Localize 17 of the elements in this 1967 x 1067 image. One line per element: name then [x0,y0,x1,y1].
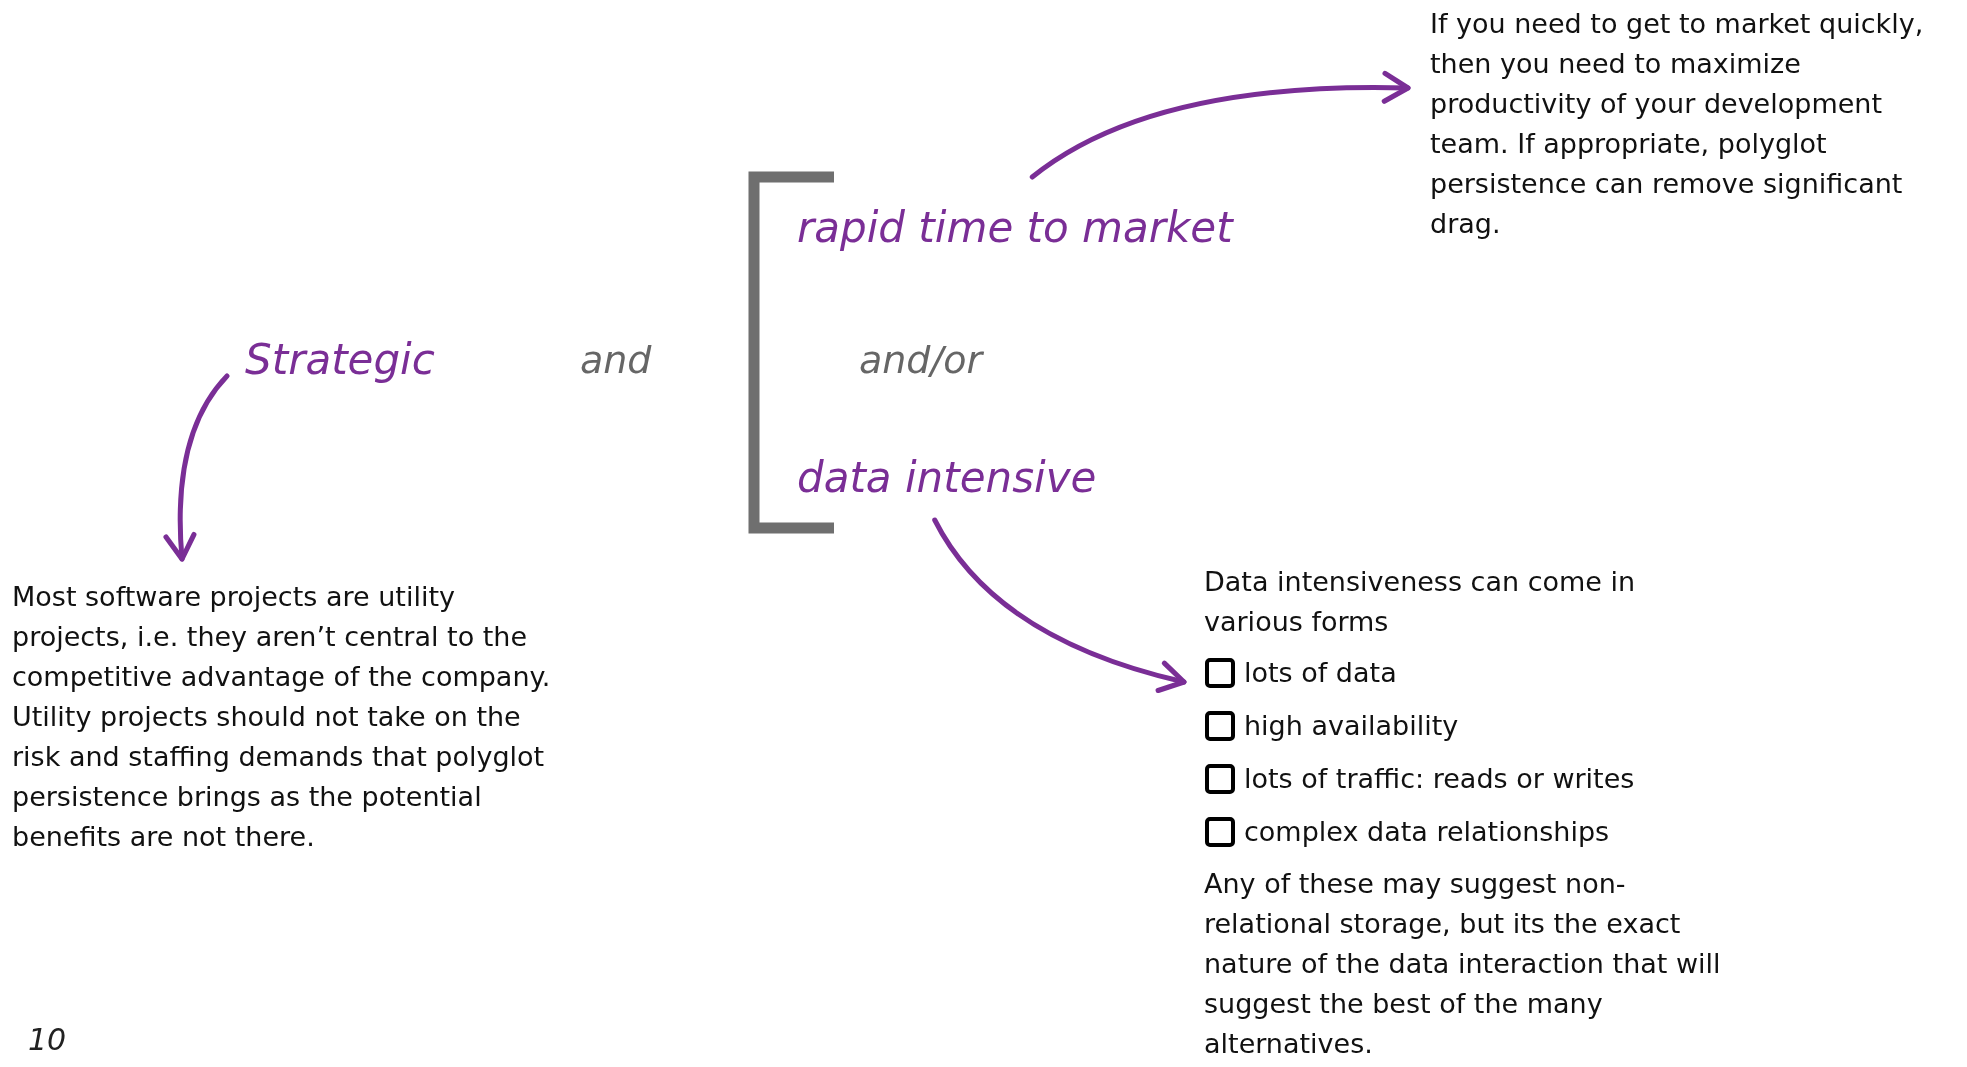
checklist-item: lots of traffic: reads or writes [1244,761,1635,796]
checklist-item: lots of data [1244,655,1397,690]
connector-word: and/or [859,338,983,382]
arrow [163,373,230,562]
connector-word: and [580,338,652,382]
arrow [1029,71,1411,180]
handwritten-heading: data intensive [797,453,1097,502]
checklist-item: high availability [1244,708,1459,743]
page-number: 10 [28,1022,67,1057]
checklist-item: complex data relationships [1244,814,1610,849]
paragraph: Any of these may suggest non-relational storage, but its the exact nature of the data interaction that will suggest the best of the many alternatives. [1204,867,1722,1061]
handwritten-heading: Strategic [245,335,435,384]
arrow [932,517,1187,693]
paragraph: If you need to get to market quickly, then you need to maximize productivity of your development team. If appropriate, polyglot persistence can remove significant drag. [1430,4,1965,244]
paragraph: Data intensiveness can come in various forms [1204,565,1637,639]
paragraph: Most software projects are utility projects, i.e. they aren’t central to the competitive advantage of the company. Utility projects should not take on the risk and staffing demands that polyglot persistence brings as the potential benefits are not there. [12,577,552,857]
handwritten-heading: rapid time to market [797,203,1233,252]
